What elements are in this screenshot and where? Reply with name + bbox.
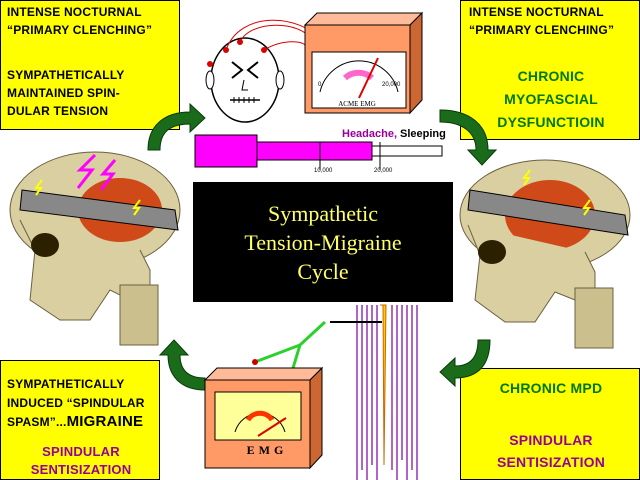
skull-right-illustration bbox=[459, 159, 631, 349]
skull-left-illustration bbox=[9, 151, 181, 346]
face-illustration bbox=[205, 19, 321, 123]
bottom-emg-meter bbox=[203, 320, 327, 470]
tl-line-1: INTENSE NOCTURNAL bbox=[7, 5, 142, 19]
cycle-title: Sympathetic Tension-Migraine Cycle bbox=[244, 200, 402, 284]
tl-line-2: “PRIMARY CLENCHING” bbox=[7, 23, 153, 37]
tr-line-1: INTENSE NOCTURNAL bbox=[469, 5, 604, 19]
bottom-meter-label: EMG bbox=[246, 443, 288, 457]
bl-line-1: SYMPATHETICALLY bbox=[7, 377, 125, 391]
br-line-2: SPINDULAR bbox=[509, 432, 593, 448]
br-line-3: SENTISIZATION bbox=[496, 454, 606, 470]
intensity-bar bbox=[194, 134, 443, 170]
tr-line-5: DYSFUNCTIOIN bbox=[497, 114, 605, 130]
meter-min: 0 bbox=[318, 82, 322, 88]
bar-tick-1: 10,000 bbox=[314, 168, 333, 174]
bl-line-3: SPASM”...MIGRAINE bbox=[7, 413, 143, 431]
tr-line-4: MYOFASCIAL bbox=[504, 91, 598, 107]
tr-line-2: “PRIMARY CLENCHING” bbox=[469, 23, 615, 37]
meter-max: 20,000 bbox=[382, 82, 401, 88]
tl-line-5: DULAR TENSION bbox=[7, 104, 109, 118]
emg-trace-lines bbox=[356, 305, 418, 480]
bar-tick-2: 20,000 bbox=[374, 168, 393, 174]
tl-line-3: SYMPATHETICALLY bbox=[7, 68, 125, 82]
acme-emg-meter bbox=[303, 11, 424, 115]
tl-line-4: MAINTAINED SPIN- bbox=[7, 86, 120, 100]
bottom-right-panel: CHRONIC MPD SPINDULAR SENTISIZATION bbox=[460, 368, 640, 480]
bottom-left-panel: SYMPATHETICALLY INDUCED “SPINDULAR SPASM… bbox=[0, 360, 160, 480]
top-right-panel: INTENSE NOCTURNAL “PRIMARY CLENCHING” CH… bbox=[460, 0, 640, 140]
bl-migraine: MIGRAINE bbox=[66, 413, 144, 430]
bar-sleeping-label: Sleeping bbox=[400, 128, 446, 140]
bl-line-4: SPINDULAR bbox=[42, 444, 120, 459]
top-left-panel: INTENSE NOCTURNAL “PRIMARY CLENCHING” SY… bbox=[0, 0, 180, 130]
bl-line-5: SENTISIZATION bbox=[30, 462, 132, 477]
cycle-arrows bbox=[147, 102, 498, 391]
cycle-title-box: Sympathetic Tension-Migraine Cycle bbox=[193, 182, 453, 302]
bl-line-3a: SPASM”... bbox=[7, 415, 67, 429]
tr-line-3: CHRONIC bbox=[517, 68, 585, 84]
bar-headache-label: Headache, bbox=[342, 128, 398, 140]
bl-line-2: INDUCED “SPINDULAR bbox=[7, 396, 145, 410]
br-line-1: CHRONIC MPD bbox=[499, 380, 603, 396]
meter-brand: ACME EMG bbox=[338, 100, 376, 108]
